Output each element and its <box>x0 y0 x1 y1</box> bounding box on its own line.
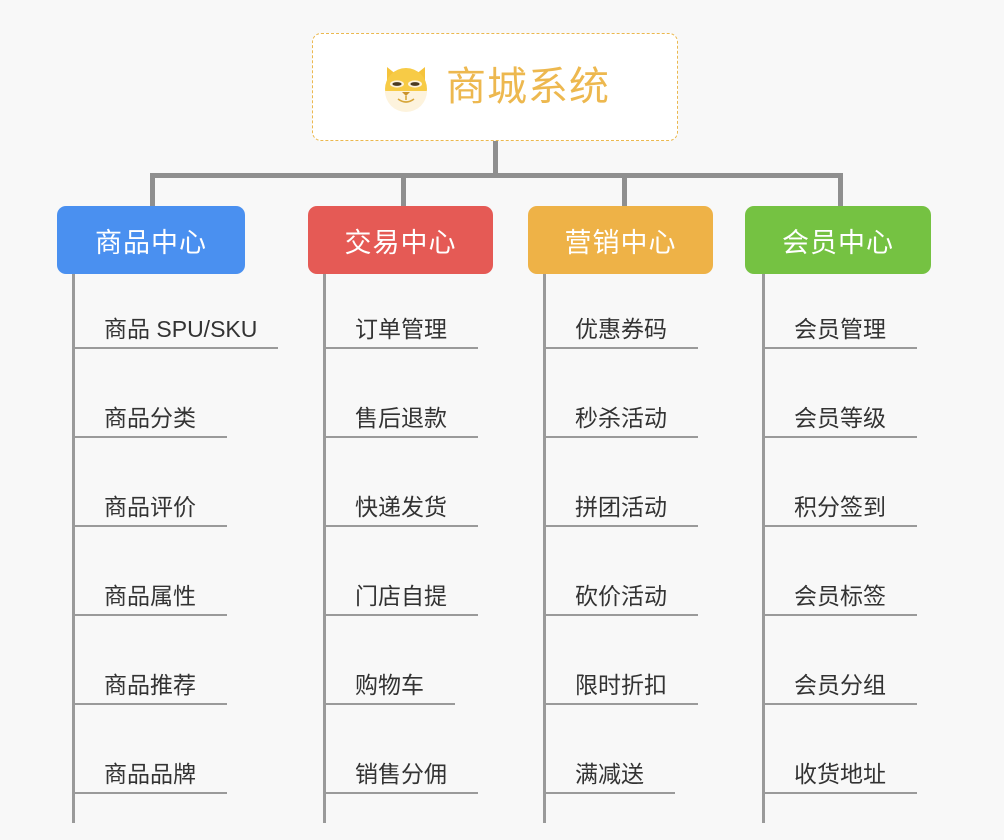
leaf-label: 商品品牌 <box>104 761 196 787</box>
leaf-item-3-3[interactable]: 拼团活动 <box>543 475 698 527</box>
leaf-item-2-6[interactable]: 销售分佣 <box>323 742 478 794</box>
trunk-4 <box>762 274 765 823</box>
leaf-label: 拼团活动 <box>575 494 667 520</box>
root-title: 商城系统 <box>446 65 610 109</box>
leaf-label: 销售分佣 <box>355 761 447 787</box>
connector-drop-4 <box>838 173 843 206</box>
leaf-label: 门店自提 <box>355 583 447 609</box>
connector-drop-3 <box>622 173 627 206</box>
shiba-dog-icon <box>385 67 427 112</box>
leaf-label: 会员分组 <box>794 672 886 698</box>
leaf-item-4-2[interactable]: 会员等级 <box>762 386 917 438</box>
leaf-label: 商品推荐 <box>104 672 196 698</box>
leaf-item-1-6[interactable]: 商品品牌 <box>72 742 227 794</box>
category-label-2: 交易中心 <box>344 227 457 258</box>
category-node-4[interactable]: 会员中心 <box>745 206 931 274</box>
leaf-label: 会员等级 <box>794 405 886 431</box>
connector-drop-1 <box>150 173 155 206</box>
leaf-item-1-1[interactable]: 商品 SPU/SKU <box>72 297 278 349</box>
leaf-item-2-3[interactable]: 快递发货 <box>323 475 478 527</box>
leaf-item-2-1[interactable]: 订单管理 <box>323 297 478 349</box>
connector-root-stem <box>493 141 498 177</box>
leaf-item-4-5[interactable]: 会员分组 <box>762 653 917 705</box>
leaf-label: 商品评价 <box>104 494 196 520</box>
trunk-3 <box>543 274 546 823</box>
trunk-1 <box>72 274 75 823</box>
category-label-3: 营销中心 <box>564 227 677 258</box>
leaf-label: 秒杀活动 <box>575 405 667 431</box>
leaf-item-3-1[interactable]: 优惠券码 <box>543 297 698 349</box>
leaf-item-2-4[interactable]: 门店自提 <box>323 564 478 616</box>
category-label-1: 商品中心 <box>95 227 207 258</box>
category-node-3[interactable]: 营销中心 <box>528 206 713 274</box>
leaf-item-4-4[interactable]: 会员标签 <box>762 564 917 616</box>
trunk-2 <box>323 274 326 823</box>
leaf-item-3-2[interactable]: 秒杀活动 <box>543 386 698 438</box>
leaf-label: 砍价活动 <box>575 583 667 609</box>
root-node[interactable]: shiba-dog-icon 商城系统 <box>312 33 678 141</box>
connector-horizontal-bus <box>150 173 843 178</box>
leaf-label: 商品分类 <box>104 405 196 431</box>
leaf-label: 收货地址 <box>794 761 886 787</box>
leaf-label: 积分签到 <box>794 494 886 520</box>
leaf-label: 满减送 <box>575 761 644 787</box>
leaf-item-1-5[interactable]: 商品推荐 <box>72 653 227 705</box>
leaf-item-2-2[interactable]: 售后退款 <box>323 386 478 438</box>
leaf-label: 购物车 <box>355 672 424 698</box>
leaf-item-1-3[interactable]: 商品评价 <box>72 475 227 527</box>
category-node-2[interactable]: 交易中心 <box>308 206 493 274</box>
leaf-label: 限时折扣 <box>575 672 667 698</box>
leaf-label: 商品属性 <box>104 583 196 609</box>
category-label-4: 会员中心 <box>782 227 894 258</box>
leaf-label: 优惠券码 <box>575 316 667 342</box>
leaf-item-3-6[interactable]: 满减送 <box>543 742 675 794</box>
leaf-item-1-2[interactable]: 商品分类 <box>72 386 227 438</box>
leaf-item-4-6[interactable]: 收货地址 <box>762 742 917 794</box>
leaf-label: 订单管理 <box>355 316 447 342</box>
leaf-label: 快递发货 <box>355 494 447 520</box>
leaf-item-3-5[interactable]: 限时折扣 <box>543 653 698 705</box>
category-node-1[interactable]: 商品中心 <box>57 206 245 274</box>
leaf-item-1-4[interactable]: 商品属性 <box>72 564 227 616</box>
leaf-label: 售后退款 <box>355 405 447 431</box>
connector-drop-2 <box>401 173 406 206</box>
leaf-item-2-5[interactable]: 购物车 <box>323 653 455 705</box>
leaf-label: 会员管理 <box>794 316 886 342</box>
leaf-item-3-4[interactable]: 砍价活动 <box>543 564 698 616</box>
leaf-item-4-3[interactable]: 积分签到 <box>762 475 917 527</box>
leaf-label: 商品 SPU/SKU <box>104 316 258 342</box>
leaf-label: 会员标签 <box>794 583 886 609</box>
leaf-item-4-1[interactable]: 会员管理 <box>762 297 917 349</box>
